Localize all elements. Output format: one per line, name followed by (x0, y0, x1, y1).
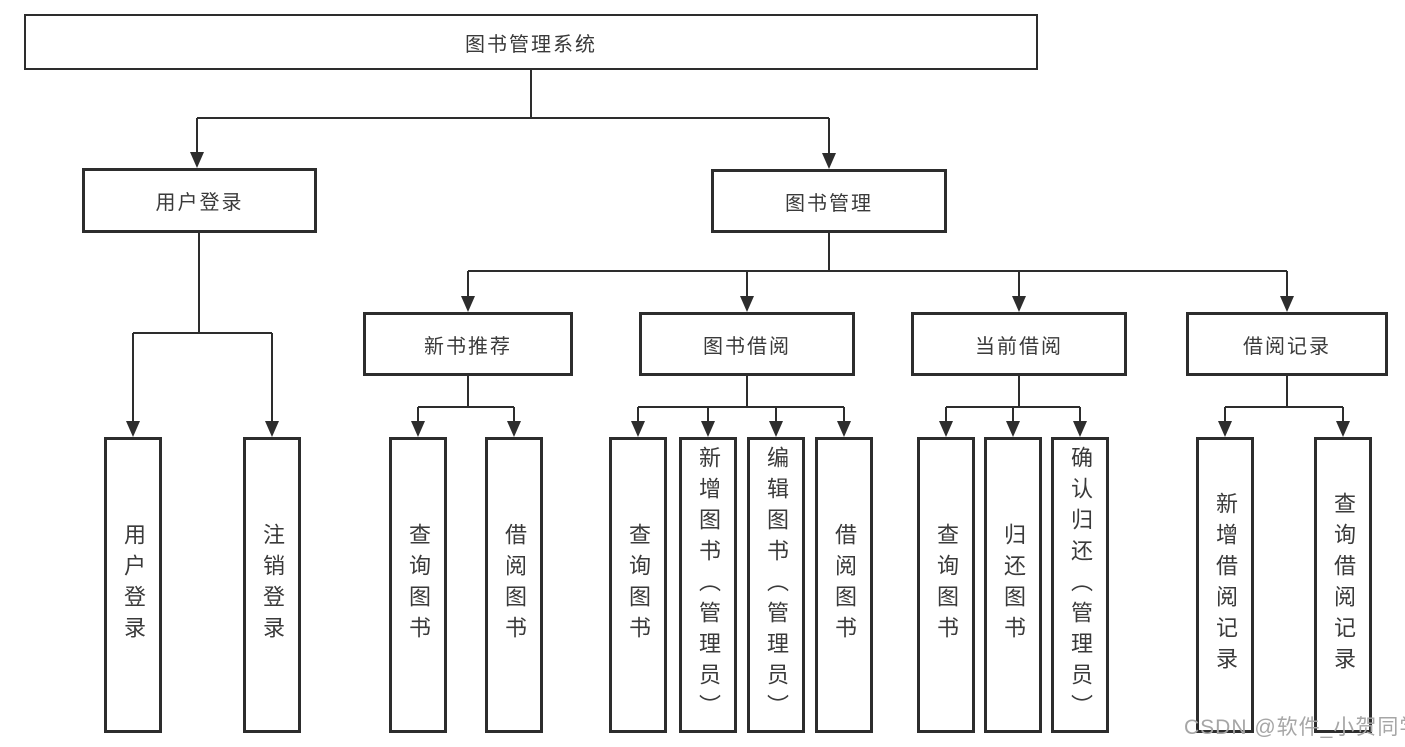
node-user-login-branch: 用户登录 (82, 168, 317, 233)
node-borrow-records: 借阅记录 (1186, 312, 1388, 376)
leaf-edit-books-admin: 编辑图书（管理员） (747, 437, 805, 733)
leaf-add-books-admin: 新增图书（管理员） (679, 437, 737, 733)
node-library-management-system: 图书管理系统 (24, 14, 1038, 70)
leaf-borrow-books-recommend: 借阅图书 (485, 437, 543, 733)
leaf-confirm-return-admin: 确认归还（管理员） (1051, 437, 1109, 733)
leaf-search-books-current: 查询图书 (917, 437, 975, 733)
watermark: CSDN @软件_小贺同学 (1184, 716, 1405, 739)
node-book-management-branch: 图书管理 (711, 169, 947, 233)
leaf-add-borrow-record: 新增借阅记录 (1196, 437, 1254, 733)
leaf-borrow-books: 借阅图书 (815, 437, 873, 733)
leaf-return-books: 归还图书 (984, 437, 1042, 733)
node-book-borrowing: 图书借阅 (639, 312, 855, 376)
node-new-book-recommendation: 新书推荐 (363, 312, 573, 376)
node-current-borrowing: 当前借阅 (911, 312, 1127, 376)
leaf-logout: 注销登录 (243, 437, 301, 733)
leaf-search-borrow-record: 查询借阅记录 (1314, 437, 1372, 733)
leaf-search-books-recommend: 查询图书 (389, 437, 447, 733)
leaf-search-books-borrowing: 查询图书 (609, 437, 667, 733)
leaf-user-login: 用户登录 (104, 437, 162, 733)
